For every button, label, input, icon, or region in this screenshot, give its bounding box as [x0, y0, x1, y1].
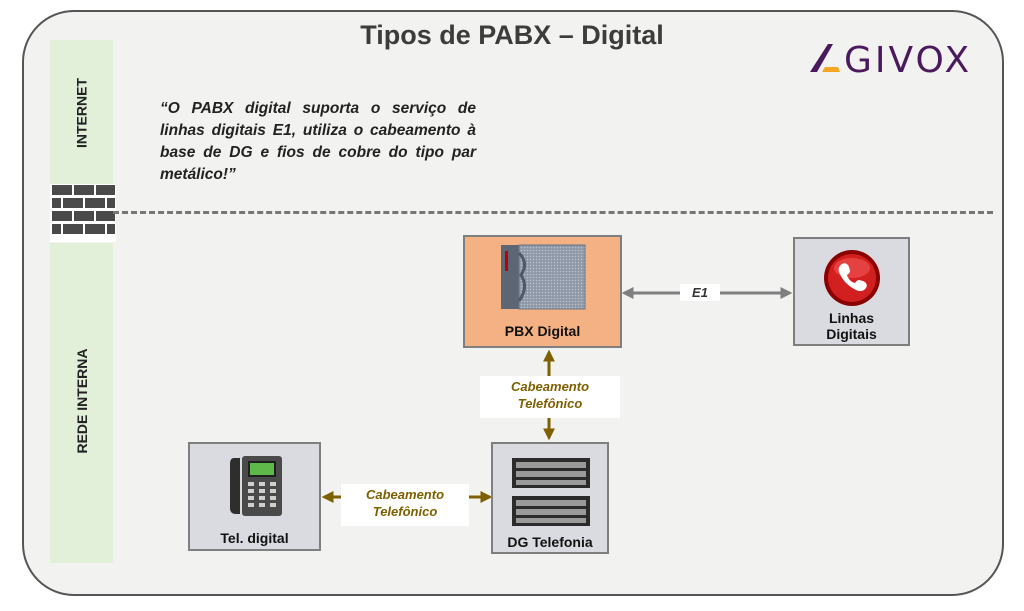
pbx-digital-label: PBX Digital	[504, 323, 581, 339]
phone-handset-icon	[824, 250, 880, 306]
desk-phone-icon	[230, 456, 282, 516]
server-rack-icon	[512, 458, 590, 526]
internet-band: INTERNET	[50, 40, 113, 187]
digital-phone-node: Tel. digital	[188, 442, 321, 551]
digital-lines-node: Linhas Digitais	[793, 237, 910, 346]
page-title: Tipos de PABX – Digital	[360, 20, 664, 50]
pbx-digital-node: PBX Digital	[463, 235, 622, 348]
zone-divider	[113, 211, 993, 214]
pbx-dg-cable-label-line1: Cabeamento	[510, 379, 590, 394]
agivox-logo: GIVOX	[808, 40, 972, 81]
digital-phone-label: Tel. digital	[220, 530, 289, 546]
dg-phone-cable-label-line2: Telefônico	[372, 504, 438, 519]
dg-phone-cable-label: Cabeamento Telefônico	[341, 484, 469, 526]
e1-label: E1	[680, 284, 720, 301]
description-quote: “O PABX digital suporta o serviço de lin…	[160, 100, 476, 183]
digital-lines-label-line2: Digitais	[826, 326, 877, 342]
logo-text: GIVOX	[844, 40, 973, 81]
logo-mark-icon	[810, 44, 840, 72]
pbx-dg-cable-label-line2: Telefônico	[517, 396, 583, 411]
pbx-cabinet-icon	[501, 244, 586, 310]
dg-telefonia-label: DG Telefonia	[507, 534, 593, 550]
digital-lines-label-line1: Linhas	[828, 310, 875, 326]
firewall-icon	[50, 184, 116, 242]
internal-network-band: REDE INTERNA	[50, 243, 113, 563]
dg-telefonia-node: DG Telefonia	[491, 442, 609, 554]
pbx-dg-cable-label: Cabeamento Telefônico	[480, 376, 620, 418]
dg-phone-cable-label-line1: Cabeamento	[365, 487, 445, 502]
